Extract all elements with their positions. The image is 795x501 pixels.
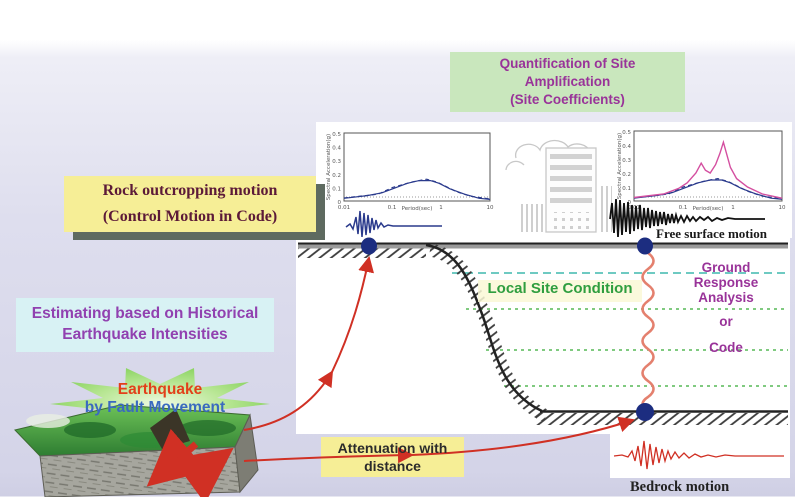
svg-text:0.01: 0.01 (628, 205, 640, 211)
attenuation-line: Attenuation with (337, 440, 448, 456)
estimating-line: Earthquake Intensities (62, 326, 228, 343)
left-chart-ylabel: Spectral Acceleration(g) (326, 134, 332, 200)
left-chart-y-ticks: 0.5 0.4 0.3 0.2 0.1 0 (332, 132, 341, 206)
free-surface-waveform (609, 198, 765, 238)
svg-text:0.1: 0.1 (622, 186, 631, 192)
local-site-condition-label: Local Site Condition (478, 280, 642, 302)
estimating-line: Estimating based on Historical (31, 305, 259, 322)
estimating-box: Estimating based on Historical Earthquak… (16, 298, 274, 352)
free-surface-motion-label: Free surface motion (656, 226, 767, 241)
svg-text:10: 10 (779, 205, 786, 211)
svg-text:0.1: 0.1 (679, 205, 688, 211)
ground-response-label: Ground Response Analysis or Code (680, 260, 772, 355)
right-chart-x-ticks: 0.01 0.1 1 10 (628, 205, 786, 211)
attenuation-box: Attenuation with distance (321, 437, 464, 477)
rock-outcropping-box: Rock outcropping motion (Control Motion … (64, 176, 316, 232)
fault-movement-label: by Fault Movement (84, 399, 226, 416)
left-chart-x-ticks: 0.01 0.1 1 10 (338, 205, 494, 211)
svg-text:0: 0 (628, 200, 632, 206)
svg-text:10: 10 (487, 205, 494, 211)
svg-text:0.1: 0.1 (332, 186, 341, 192)
svg-text:0.5: 0.5 (332, 132, 341, 138)
quantification-line: Quantification of Site (499, 56, 636, 71)
soil-layer-lines (452, 272, 788, 387)
ground-response-line: Code (709, 340, 743, 355)
rock-outcropping-line: (Control Motion in Code) (102, 208, 278, 225)
svg-text:0.01: 0.01 (338, 205, 350, 211)
bedrock-wave-backdrop (610, 430, 790, 478)
spectrum-curve (343, 178, 491, 200)
svg-text:0.3: 0.3 (332, 159, 341, 165)
svg-text:0: 0 (338, 200, 342, 206)
spectrum-curve (633, 177, 783, 200)
bedrock-motion-label: Bedrock motion (630, 479, 730, 495)
quantification-line: Amplification (524, 74, 611, 89)
quantification-line: (Site Coefficients) (510, 92, 625, 107)
ground-cross-section (298, 242, 788, 425)
svg-text:0.1: 0.1 (388, 205, 397, 211)
right-chart-xlabel: Period(sec) (693, 206, 724, 212)
ground-response-line: or (719, 314, 733, 329)
rock-outcrop-waveform (345, 210, 442, 238)
basin-backdrop (296, 236, 790, 434)
rock-outcrop-point (361, 237, 377, 255)
right-chart-y-ticks: 0.5 0.4 0.3 0.2 0.1 0 (622, 130, 631, 206)
bedrock-waveform (613, 440, 784, 470)
seismic-path-arrows (243, 256, 635, 464)
rock-outcropping-line: Rock outcropping motion (102, 182, 278, 199)
city-building-icon (505, 139, 612, 233)
earthquake-label: Earthquake (117, 381, 203, 398)
svg-text:1: 1 (439, 205, 443, 211)
svg-text:0.4: 0.4 (332, 146, 341, 152)
ground-response-line: Response (693, 275, 759, 290)
amplified-spectrum-curve (633, 139, 783, 199)
svg-text:0.2: 0.2 (622, 172, 631, 178)
bottom-white-strip (0, 497, 795, 501)
fault-block-illustration (14, 404, 259, 501)
svg-text:0.5: 0.5 (622, 130, 631, 136)
quantification-box: Quantification of Site Amplification (Si… (450, 52, 685, 112)
svg-text:0.3: 0.3 (622, 158, 631, 164)
ground-response-coil (641, 251, 655, 414)
svg-text:0.2: 0.2 (332, 173, 341, 179)
free-surface-point (637, 237, 653, 255)
ground-response-line: Analysis (698, 290, 754, 305)
left-chart-xlabel: Period(sec) (402, 206, 433, 212)
svg-text:1: 1 (731, 205, 735, 211)
svg-text:0.4: 0.4 (622, 144, 631, 150)
ground-response-line: Ground (701, 260, 751, 275)
bedrock-point (636, 403, 654, 421)
right-chart-ylabel: Spectral Acceleration(g) (617, 133, 623, 199)
attenuation-line: distance (364, 458, 421, 474)
